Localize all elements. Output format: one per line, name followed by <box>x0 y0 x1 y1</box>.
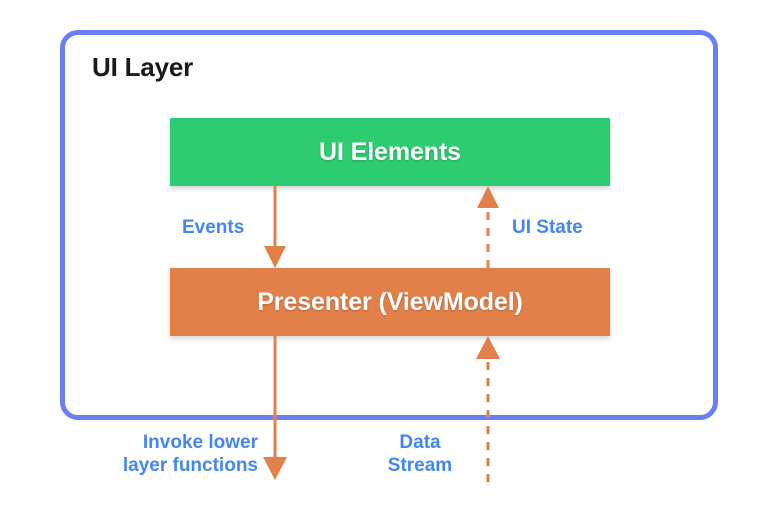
node-presenter-label: Presenter (ViewModel) <box>257 287 523 316</box>
edge-label-ui-state: UI State <box>512 217 583 238</box>
edge-label-events: Events <box>182 217 245 238</box>
node-presenter[interactable]: Presenter (ViewModel) <box>170 268 610 336</box>
edge-label-invoke-lower: Invoke lower layer functions <box>122 432 258 476</box>
node-ui-elements[interactable]: UI Elements <box>170 118 610 186</box>
ui-layer-title: UI Layer <box>92 52 194 82</box>
ui-layer-container <box>60 30 718 420</box>
edge-label-data-stream: Data Stream <box>387 432 453 476</box>
node-ui-elements-label: UI Elements <box>318 137 461 166</box>
